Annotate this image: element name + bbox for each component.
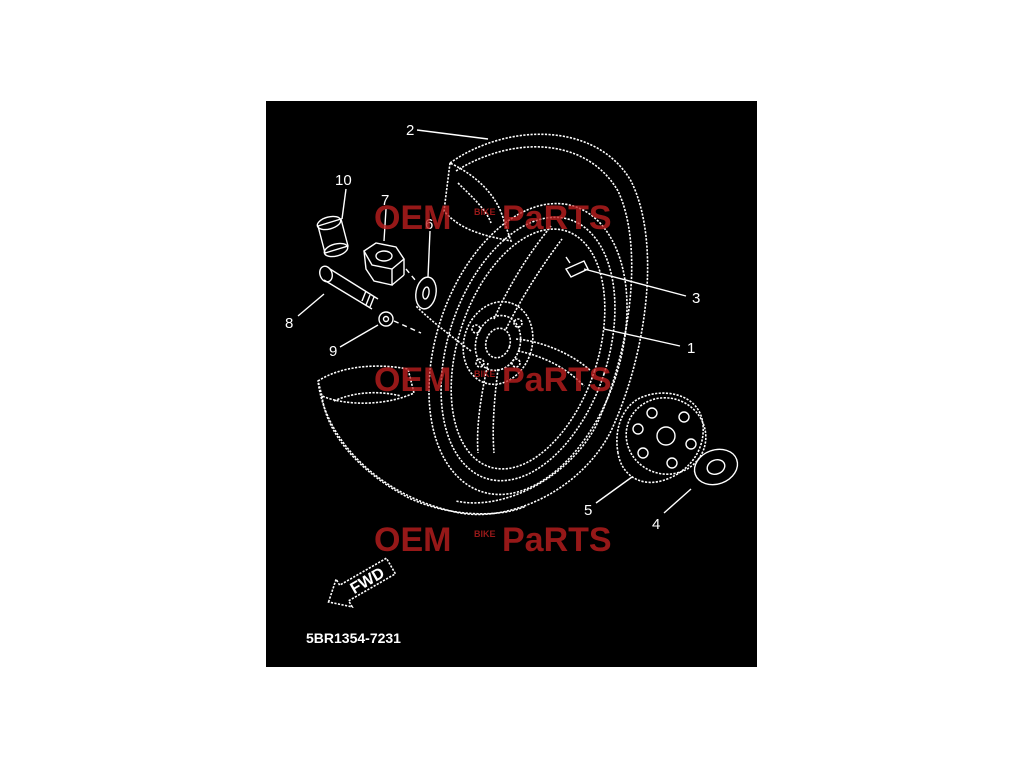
collar-part-10 [316,215,349,258]
watermark-bottom-right: PaRTS [502,521,612,559]
watermark-bottom-left: OEM [374,521,451,559]
diagram-panel: 1 2 3 4 5 6 7 8 9 10 FWD 5BR1354-7231 OE… [266,101,757,667]
diagram-part-code: 5BR1354-7231 [306,630,401,646]
axle-bolt-part-8 [319,265,379,310]
callout-1: 1 [687,340,695,357]
damper-hub [616,392,707,484]
exploded-wheel-diagram: 1 2 3 4 5 6 7 8 9 10 FWD 5BR1354-7231 OE… [285,122,739,646]
watermark-bottom-bike: BIKE [474,529,496,539]
wheel-spokes [415,225,592,454]
leader-lines [297,129,692,514]
callout-6: 6 [425,216,433,233]
watermark-bottom: OEM BIKE PaRTS [374,521,612,559]
callout-8: 8 [285,315,293,332]
watermark-top: OEM BIKE PaRTS [374,199,612,237]
watermark-top-right: PaRTS [502,199,612,237]
callout-3: 3 [692,290,700,307]
callout-10: 10 [335,172,352,189]
callout-5: 5 [584,502,592,519]
callout-4: 4 [652,516,660,533]
watermark-middle: OEM BIKE PaRTS [374,361,612,399]
watermark-middle-bike: BIKE [474,369,496,379]
callout-labels: 1 2 3 4 5 6 7 8 9 10 [285,122,700,533]
nut-part-7 [363,242,405,286]
watermark-middle-right: PaRTS [502,361,612,399]
callout-9: 9 [329,343,337,360]
watermark-middle-left: OEM [374,361,451,399]
washer-part-9 [378,311,394,327]
washer-part-6 [415,276,437,310]
valve-stem [564,256,589,278]
watermark-top-bike: BIKE [474,207,496,217]
wheel-hub [462,300,534,386]
assembly-guide-lines [393,268,422,334]
watermark-top-left: OEM [374,199,451,237]
tire [317,133,649,516]
wheel-rim [428,202,628,496]
callout-2: 2 [406,122,414,139]
callout-7: 7 [381,192,389,209]
fwd-arrow: FWD [327,557,397,608]
washer-part-4 [693,448,739,486]
